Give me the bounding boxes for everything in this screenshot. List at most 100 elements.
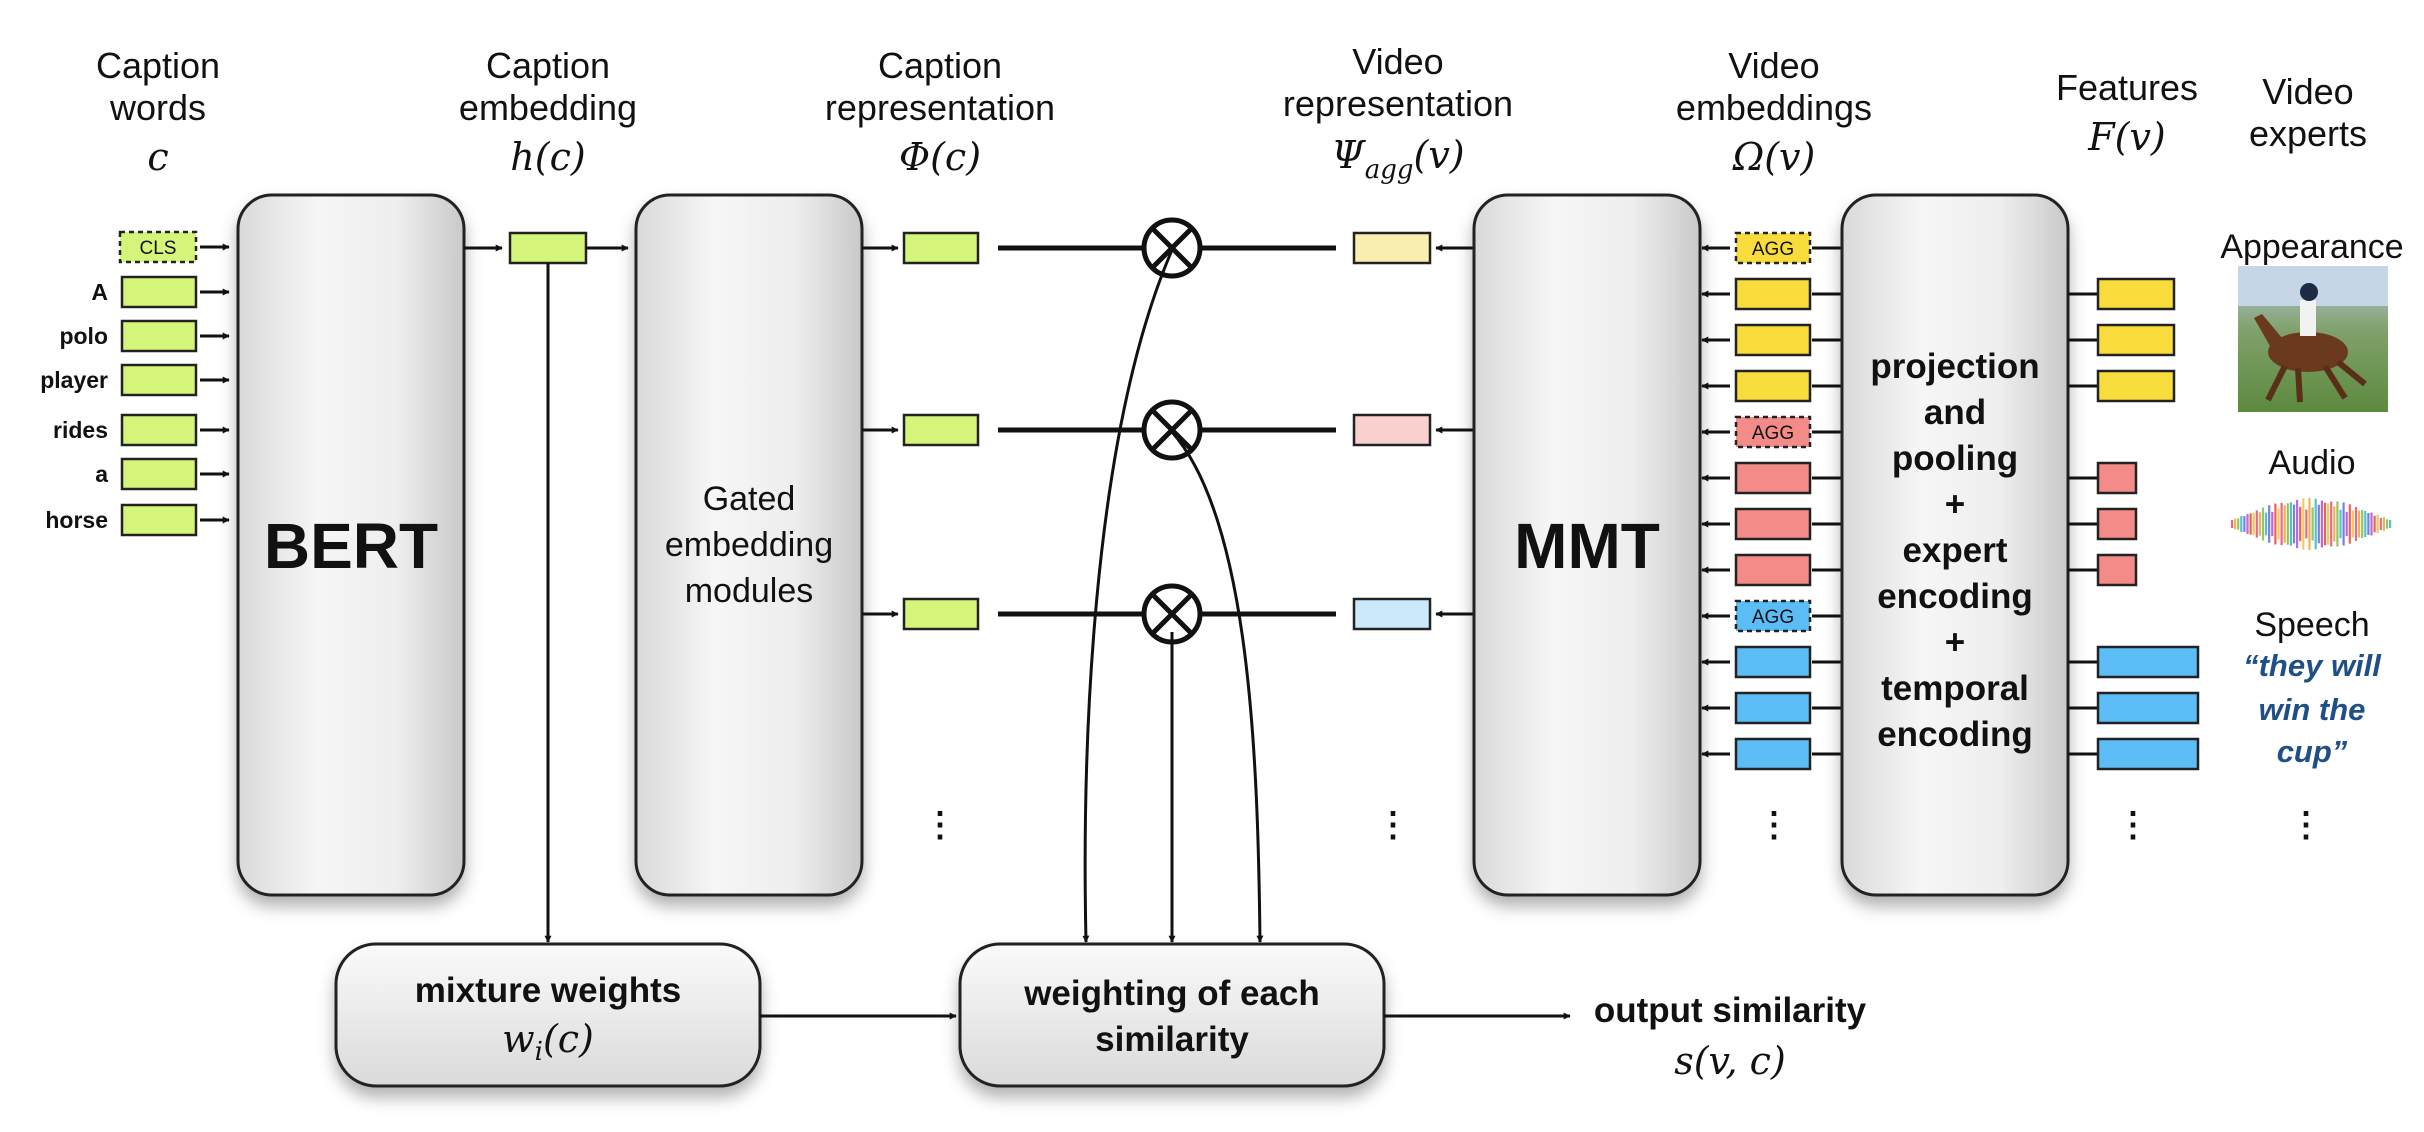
feature-vector [2096, 691, 2200, 725]
horse-body [2268, 332, 2348, 372]
weighting-label-line1: weighting of each [1023, 974, 1320, 1013]
math-omega-v: Ω(v) [1732, 135, 1816, 179]
projection-label-line: encoding [1877, 577, 2033, 616]
math-hc: h(c) [510, 135, 585, 179]
gated-box [634, 193, 864, 897]
speech-quote-line1: “they will [2243, 648, 2382, 683]
caption-word: polo [59, 323, 108, 349]
feature-vector [2096, 507, 2138, 541]
appearance-image [2238, 266, 2388, 412]
caption-word: a [95, 461, 108, 487]
video-embedding-vector [1734, 737, 1812, 771]
feature-vector [2096, 369, 2176, 403]
cls-token-label: CLS [140, 238, 177, 259]
agg-token-label: AGG [1752, 607, 1794, 628]
mixture-box [334, 942, 762, 1088]
dot-product-cross [1150, 592, 1194, 636]
caption-embedding-vector [508, 231, 588, 265]
feature-vector [2096, 737, 2200, 771]
audio-waveform [2230, 498, 2392, 550]
horse-leg [2336, 359, 2367, 387]
math-psi-sub: agg [1365, 155, 1414, 185]
word-embedding-vector [120, 457, 198, 491]
header-caption-representation-line2: representation [825, 87, 1055, 128]
video-representation-vector [1352, 231, 1432, 265]
word-embedding-vector [120, 413, 198, 447]
expert-audio-label: Audio [2269, 444, 2356, 482]
header-caption-embedding: Caption embedding h(c) [459, 45, 637, 179]
video-embedding-vector [1734, 645, 1812, 679]
projection-label-line: pooling [1892, 439, 2018, 478]
header-video-experts-line2: experts [2249, 113, 2367, 154]
projection-label-line: encoding [1877, 715, 2033, 754]
word-embedding-vector [120, 275, 198, 309]
header-caption-words-line1: Caption [96, 45, 220, 86]
horse-leg [2322, 364, 2348, 400]
dot-product-cross [1150, 408, 1194, 452]
mixture-label: mixture weights [415, 971, 681, 1010]
caption-representation-vector [902, 231, 980, 265]
header-caption-representation-line1: Caption [878, 45, 1002, 86]
caption-representation-vector [902, 597, 980, 631]
header-features: Features F(v) [2056, 67, 2198, 159]
feature-vector [2096, 645, 2200, 679]
bert-label: BERT [264, 510, 438, 582]
horse-leg [2295, 367, 2303, 403]
projection-label: projectionandpooling+expertencoding+temp… [1870, 347, 2039, 754]
video-representation-vector [1352, 413, 1432, 447]
weighting-box [958, 942, 1386, 1088]
video-embedding-vector [1734, 461, 1812, 495]
word-embedding-vector [120, 319, 198, 353]
header-video-representation-line1: Video [1352, 41, 1443, 82]
projection-label-line: projection [1870, 347, 2039, 386]
rider-head [2300, 283, 2318, 301]
ellipsis-experts: ⋮ [2289, 806, 2323, 844]
math-psi-arg: (v) [1414, 133, 1465, 177]
agg-token-label: AGG [1752, 239, 1794, 260]
gated-label-line1: Gated [703, 480, 796, 518]
feature-vector [2096, 323, 2176, 357]
agg-token-label: AGG [1752, 423, 1794, 444]
dot-product-cross [1150, 226, 1194, 270]
ellipsis-features: ⋮ [2116, 806, 2150, 844]
math-c: c [147, 135, 168, 179]
math-w: w [502, 1017, 535, 1061]
projection-label-line: + [1945, 485, 1965, 524]
video-embedding-vector [1734, 323, 1812, 357]
math-s-vc: s(v, c) [1674, 1039, 1786, 1083]
mmt-label: MMT [1514, 510, 1660, 582]
math-w-arg: (c) [543, 1017, 594, 1061]
curve-sim1-to-weighting [1082, 249, 1174, 943]
projection-label-line: + [1945, 623, 1965, 662]
header-video-experts: Video experts [2249, 71, 2367, 154]
horse-leg [2265, 364, 2288, 402]
caption-word: horse [45, 507, 108, 533]
header-features-line1: Features [2056, 67, 2198, 108]
video-embeddings-column: AGG AGG AGG [1701, 231, 1842, 771]
caption-word: player [40, 367, 108, 393]
mmt-box [1472, 193, 1702, 897]
header-video-embeddings: Video embeddings Ω(v) [1676, 45, 1872, 179]
features-column [2068, 277, 2200, 771]
word-embedding-vector [120, 503, 198, 537]
video-embedding-vector [1734, 277, 1812, 311]
header-caption-words-line2: words [109, 87, 206, 128]
math-w-sub: i [535, 1037, 543, 1067]
projection-label-line: expert [1902, 531, 2007, 570]
video-embedding-vector [1734, 507, 1812, 541]
projection-block: projectionandpooling+expertencoding+temp… [1840, 193, 2070, 897]
horse-neck [2254, 314, 2282, 346]
header-caption-embedding-line1: Caption [486, 45, 610, 86]
math-phi-c: Φ(c) [899, 135, 981, 179]
ellipsis-caption-rep: ⋮ [923, 806, 957, 844]
bert-box [236, 193, 466, 897]
video-embedding-vector [1734, 691, 1812, 725]
weighting-label-line2: similarity [1095, 1020, 1249, 1059]
header-video-embeddings-line2: embeddings [1676, 87, 1872, 128]
rider-body [2300, 300, 2316, 336]
expert-speech-label: Speech [2254, 606, 2369, 644]
gated-label-line3: modules [685, 572, 814, 610]
header-video-experts-line1: Video [2262, 71, 2353, 112]
